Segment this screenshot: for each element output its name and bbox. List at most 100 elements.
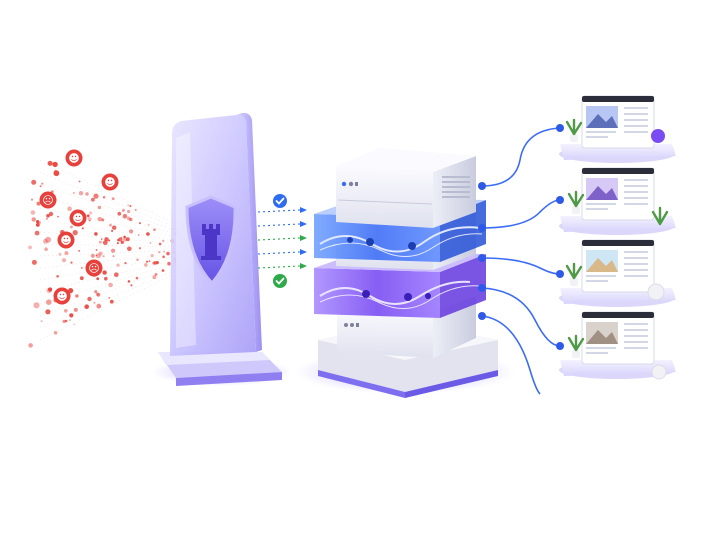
svg-text:☻: ☻ — [60, 234, 71, 247]
threat-particle — [45, 309, 51, 315]
threat-particle — [94, 290, 98, 294]
threat-particle — [136, 258, 139, 261]
threat-particle — [147, 223, 150, 226]
threat-particle — [41, 182, 44, 185]
svg-text:☻: ☻ — [56, 290, 67, 303]
robot-icon: ☻ — [65, 149, 83, 167]
threat-particle — [95, 249, 98, 251]
traffic-arrow — [257, 251, 301, 255]
threat-particle — [112, 255, 115, 258]
threat-particle — [108, 282, 113, 288]
threat-particle — [158, 251, 161, 254]
angry-face-icon: ☹ — [39, 191, 57, 209]
threat-particle — [28, 343, 33, 348]
threat-particle — [138, 247, 141, 250]
threat-particle — [154, 273, 158, 276]
threat-particle — [78, 191, 84, 196]
threat-particle — [102, 270, 107, 275]
threat-particle — [116, 242, 119, 245]
threat-particle — [145, 260, 149, 263]
threat-particle — [31, 217, 36, 222]
threat-particle — [126, 216, 131, 221]
threat-particle — [87, 296, 92, 302]
threat-particle — [48, 287, 53, 292]
threat-particle — [34, 230, 40, 236]
threat-particle — [101, 218, 105, 222]
threat-particle — [73, 323, 75, 326]
threat-particle — [158, 242, 162, 246]
threat-trail — [39, 270, 181, 341]
shield-firewall-panel — [152, 112, 292, 386]
arrow-head — [300, 207, 307, 213]
threat-particle — [104, 237, 109, 242]
threat-particle — [61, 258, 67, 263]
threat-particle — [111, 248, 116, 253]
threat-particle — [129, 204, 132, 208]
threat-particle — [96, 303, 102, 309]
threat-particle — [96, 277, 100, 281]
threat-particle — [114, 272, 119, 278]
traffic-arrow — [257, 265, 301, 269]
threat-particle — [98, 251, 103, 256]
threat-particle — [102, 255, 105, 258]
threat-particle — [120, 236, 123, 239]
browser-window-icon — [559, 311, 676, 379]
traffic-arrow — [257, 237, 301, 241]
threat-particle — [127, 246, 132, 252]
browser-window-icon — [559, 239, 676, 307]
client-browser-windows — [559, 95, 676, 380]
threat-particle — [48, 211, 54, 217]
threat-particle — [31, 259, 37, 265]
threat-particle — [39, 185, 42, 188]
threat-particle — [129, 229, 134, 234]
svg-text:☻: ☻ — [72, 212, 83, 225]
threat-trail — [39, 264, 181, 317]
threat-particle — [125, 237, 130, 242]
threat-particle — [45, 217, 48, 220]
threat-particle — [95, 254, 98, 257]
threat-particle — [138, 222, 141, 225]
threat-particle — [98, 240, 102, 244]
threat-icons: ☻☻☹☻☻☹☻ — [39, 149, 119, 305]
threat-particle — [130, 284, 133, 287]
svg-text:☹: ☹ — [42, 194, 53, 207]
threat-particle — [88, 219, 91, 222]
threat-particle — [117, 211, 122, 216]
threat-particle — [84, 304, 89, 310]
threat-particle — [69, 313, 74, 318]
threat-trail — [39, 183, 181, 233]
threat-particle — [135, 276, 139, 280]
svg-text:☻: ☻ — [104, 176, 115, 189]
threat-particle — [36, 220, 40, 224]
server-rack-icon — [295, 148, 515, 398]
threat-particle — [93, 301, 96, 304]
threat-particle — [47, 160, 53, 166]
check-icon — [273, 274, 287, 288]
arrow-head — [300, 221, 307, 227]
orb-decoration — [651, 129, 665, 143]
threat-particle — [89, 211, 93, 215]
threat-particle — [64, 309, 68, 313]
threat-particle — [122, 237, 128, 242]
threat-particle — [127, 204, 129, 206]
threat-particle — [64, 251, 69, 256]
threat-particle — [46, 214, 50, 218]
threat-particle — [45, 236, 52, 243]
threat-trail — [39, 249, 181, 257]
threat-particle — [75, 294, 79, 298]
threat-particle — [95, 292, 100, 296]
threat-particle — [30, 210, 36, 215]
threat-particle — [97, 205, 102, 210]
threat-particle — [127, 209, 131, 214]
threat-particle — [69, 225, 73, 229]
threat-particle — [109, 223, 112, 227]
threat-particle — [162, 239, 165, 242]
connection-nodes — [478, 124, 564, 350]
threat-particle — [87, 217, 92, 221]
threat-particle — [108, 239, 111, 242]
threat-particle — [120, 240, 124, 244]
arrow-head — [300, 263, 307, 269]
threat-particle — [62, 319, 66, 323]
threat-particle — [78, 249, 81, 252]
threat-particle — [86, 214, 90, 218]
